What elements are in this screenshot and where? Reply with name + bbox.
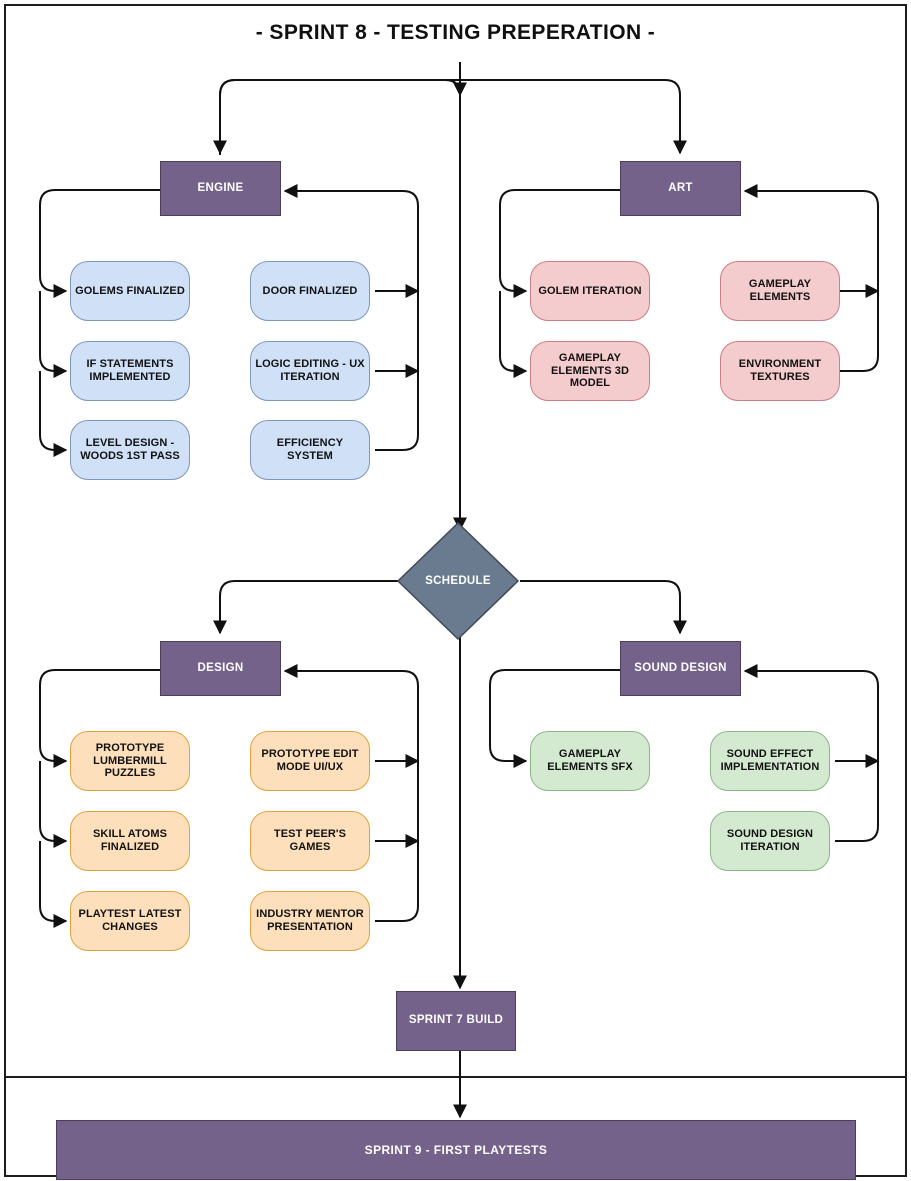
wire-schedule-to-sound — [520, 580, 687, 635]
task-art-gameplay-elements-3d[interactable]: GAMEPLAY ELEMENTS 3D MODEL — [530, 341, 650, 401]
task-sound-effect-implementation[interactable]: SOUND EFFECT IMPLEMENTATION — [710, 731, 830, 791]
schedule-diamond[interactable]: SCHEDULE — [396, 521, 520, 641]
department-sound-design[interactable]: SOUND DESIGN — [620, 641, 741, 696]
wire-root-art — [459, 62, 687, 155]
department-art[interactable]: ART — [620, 161, 741, 216]
wire-design-r3-return — [283, 664, 419, 922]
task-design-skill-atoms[interactable]: SKILL ATOMS FINALIZED — [70, 811, 190, 871]
wire-root-to-engine — [219, 79, 467, 155]
task-art-golem-iteration[interactable]: GOLEM ITERATION — [530, 261, 650, 321]
wire-root-engine — [213, 62, 461, 155]
page-title: - SPRINT 8 - TESTING PREPERATION - — [255, 21, 656, 44]
department-engine[interactable]: ENGINE — [160, 161, 281, 216]
wire-engine-to-t2 — [39, 291, 68, 378]
task-sound-gameplay-elements-sfx[interactable]: GAMEPLAY ELEMENTS SFX — [530, 731, 650, 791]
wire-engine-to-t3 — [39, 371, 68, 457]
task-engine-logic-editing[interactable]: LOGIC EDITING - UX ITERATION — [250, 341, 370, 401]
task-sound-design-iteration[interactable]: SOUND DESIGN ITERATION — [710, 811, 830, 871]
sprint-9-banner[interactable]: SPRINT 9 - FIRST PLAYTESTS — [56, 1120, 856, 1180]
wire-design-to-t2 — [39, 761, 68, 848]
task-art-environment-textures[interactable]: ENVIRONMENT TEXTURES — [720, 341, 840, 401]
task-design-prototype-lumbermill[interactable]: PROTOTYPE LUMBERMILL PUZZLES — [70, 731, 190, 791]
wire-art-to-t2 — [499, 291, 528, 378]
wire-schedule-to-design — [213, 580, 400, 635]
task-engine-efficiency-system[interactable]: EFFICIENCY SYSTEM — [250, 420, 370, 480]
wire-design-to-t3 — [39, 841, 68, 928]
task-design-industry-mentor[interactable]: INDUSTRY MENTOR PRESENTATION — [250, 891, 370, 951]
task-design-test-peers-games[interactable]: TEST PEER'S GAMES — [250, 811, 370, 871]
schedule-diamond-shape — [396, 521, 520, 641]
section-divider — [5, 1076, 906, 1078]
task-engine-level-design[interactable]: LEVEL DESIGN - WOODS 1ST PASS — [70, 420, 190, 480]
task-engine-door-finalized[interactable]: DOOR FINALIZED — [250, 261, 370, 321]
task-design-playtest-latest[interactable]: PLAYTEST LATEST CHANGES — [70, 891, 190, 951]
sprint-7-build-node[interactable]: SPRINT 7 BUILD — [396, 991, 516, 1051]
task-art-gameplay-elements[interactable]: GAMEPLAY ELEMENTS — [720, 261, 840, 321]
department-design[interactable]: DESIGN — [160, 641, 281, 696]
schedule-label: SCHEDULE — [425, 575, 491, 587]
task-engine-golems-finalized[interactable]: GOLEMS FINALIZED — [70, 261, 190, 321]
task-design-prototype-edit-mode[interactable]: PROTOTYPE EDIT MODE UI/UX — [250, 731, 370, 791]
task-engine-if-statements[interactable]: IF STATEMENTS IMPLEMENTED — [70, 341, 190, 401]
